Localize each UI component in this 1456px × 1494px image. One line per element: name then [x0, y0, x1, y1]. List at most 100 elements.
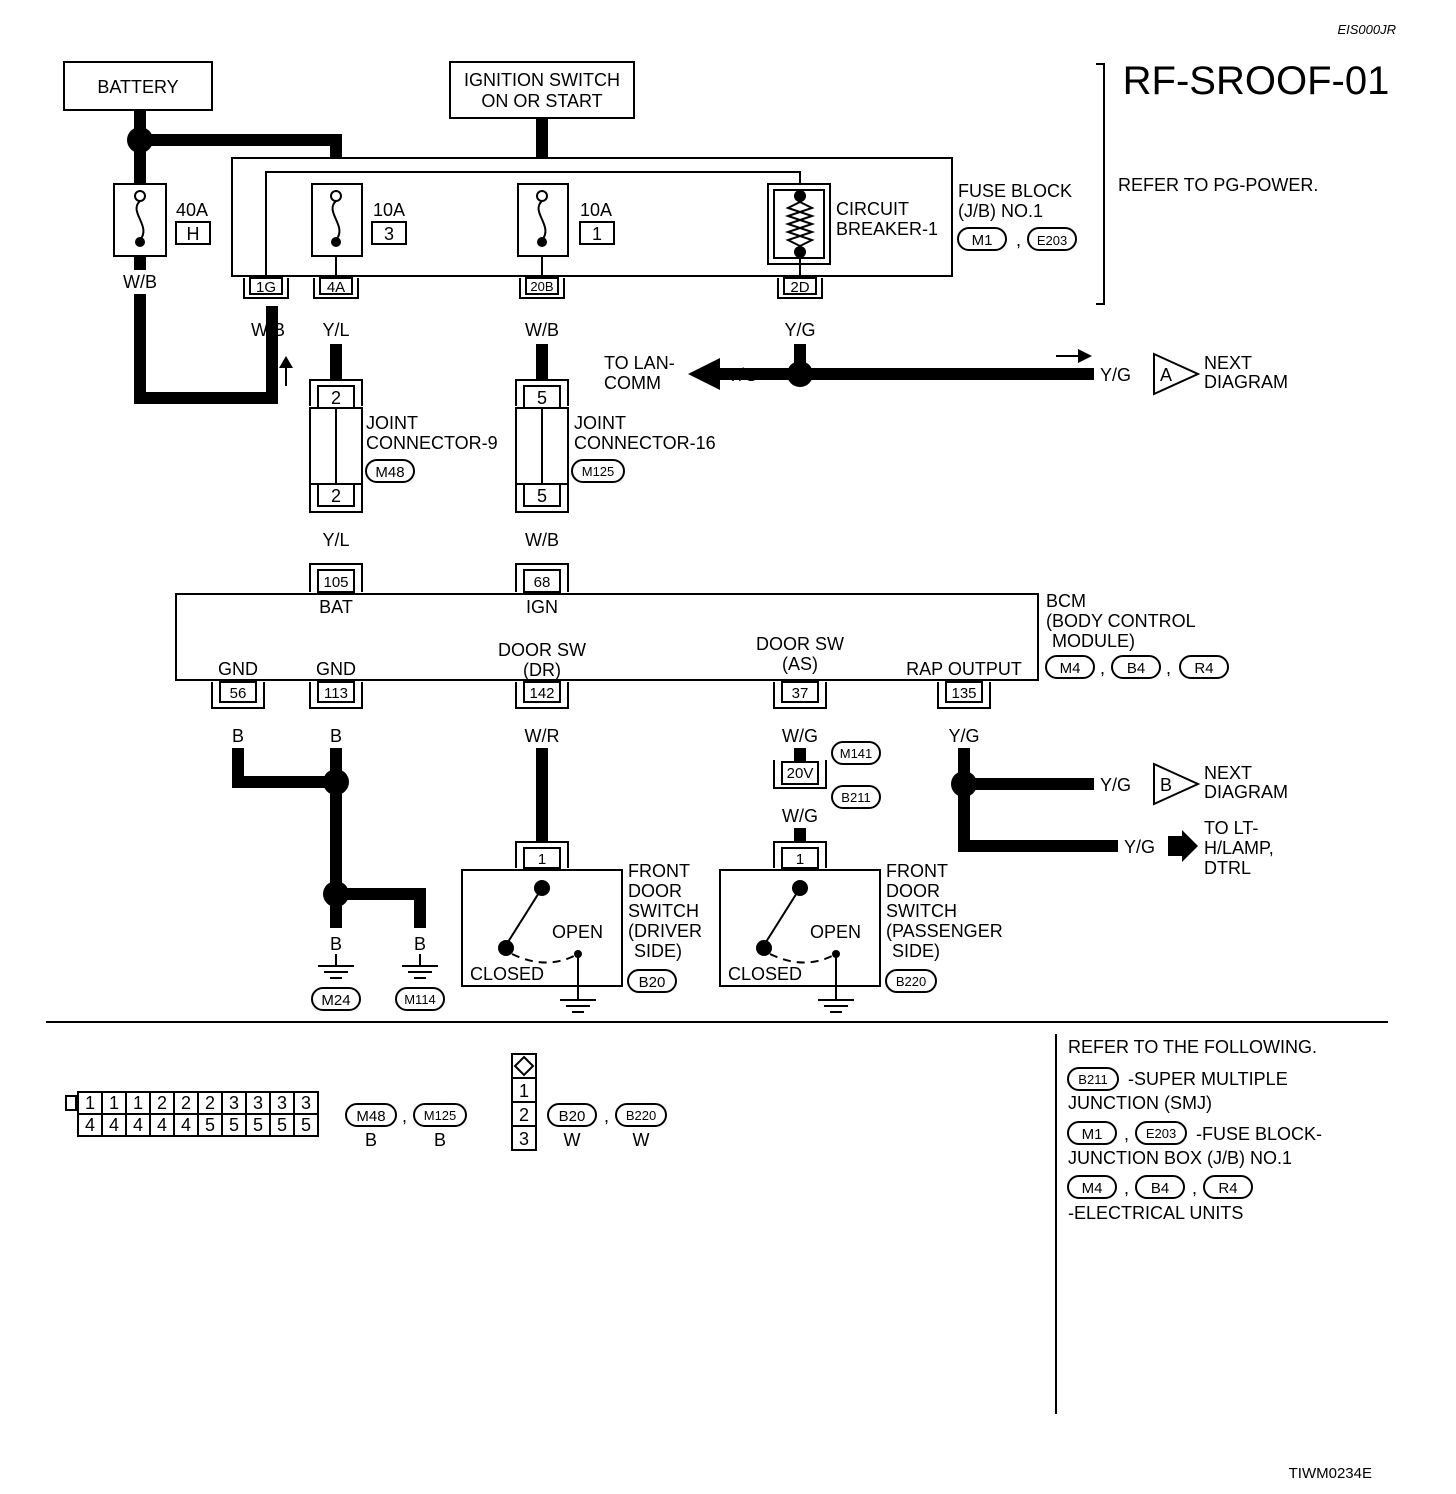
wire-yg-4: Y/G — [948, 726, 979, 746]
wire-wg-1: W/G — [782, 726, 818, 746]
next-diagram-a-1: NEXT — [1204, 353, 1252, 373]
bcm-door-sw-dr-2: (DR) — [523, 660, 561, 680]
wire-wr: W/R — [525, 726, 560, 746]
terminal-20b: 20B — [530, 279, 553, 294]
bcm-name-2: (BODY CONTROL — [1046, 611, 1196, 631]
passenger-switch-pin: 1 — [796, 851, 804, 868]
connector-pin-label: 2 — [205, 1093, 215, 1113]
smj-conn-m141: M141 — [840, 746, 873, 761]
connector-pin-label: 4 — [133, 1115, 143, 1135]
to-lan-comm-2: COMM — [604, 373, 661, 393]
connector-column: 1 2 3 — [511, 1053, 537, 1151]
connector-pin-label: 5 — [205, 1115, 215, 1135]
bcm-module — [175, 593, 1039, 681]
refer-fb-conn-b: E203 — [1146, 1126, 1176, 1141]
col-pin-1: 1 — [519, 1081, 529, 1101]
refer-eu-conn-b: B4 — [1151, 1180, 1169, 1197]
driver-title-3: SWITCH — [628, 901, 699, 921]
battery-label: BATTERY — [97, 77, 178, 97]
refer-smj-line1: -SUPER MULTIPLE — [1128, 1069, 1288, 1089]
ground-icon — [311, 987, 361, 1011]
svg-text:,: , — [1016, 230, 1021, 250]
wire-yg-1: Y/G — [784, 320, 815, 340]
bcm-bat-label: BAT — [319, 597, 353, 617]
joint16-label-1: JOINT — [574, 413, 626, 433]
connector-pin-label: 4 — [109, 1115, 119, 1135]
wire-b-1: B — [232, 726, 244, 746]
bcm-pin-37: 37 — [792, 685, 809, 702]
connector-pin-label: 3 — [301, 1093, 311, 1113]
next-diagram-a-icon — [1153, 352, 1201, 396]
bcm-pin-68: 68 — [534, 574, 551, 591]
refer-smj-line2: JUNCTION (SMJ) — [1068, 1093, 1212, 1113]
fuse-1-amp: 10A — [580, 200, 612, 220]
wire-yg-3: Y/G — [1100, 365, 1131, 385]
passenger-title-3: SWITCH — [886, 901, 957, 921]
to-lt-2: H/LAMP, — [1204, 838, 1274, 858]
bcm-pin-142: 142 — [529, 685, 554, 702]
lt-hlamp-arrow-icon — [1168, 830, 1198, 862]
ref-b: B — [1160, 775, 1172, 795]
circuit-breaker-label-1: CIRCUIT — [836, 199, 909, 219]
driver-title-2: DOOR — [628, 881, 682, 901]
conn-m48: M48 — [356, 1108, 385, 1125]
wire-wb-2: W/B — [251, 320, 285, 340]
wire-wb-4: W/B — [525, 530, 559, 550]
bcm-pin-135: 135 — [951, 685, 976, 702]
terminal-2d: 2D — [790, 279, 809, 296]
next-diagram-a-2: DIAGRAM — [1204, 372, 1288, 392]
connector-pin-label: 1 — [133, 1093, 143, 1113]
passenger-closed: CLOSED — [728, 964, 802, 984]
wire-yg-5: Y/G — [1100, 775, 1131, 795]
connector-pin-label: 3 — [253, 1093, 263, 1113]
next-diagram-b-icon — [1153, 762, 1201, 806]
fuse-40a-amp: 40A — [176, 200, 208, 220]
driver-title-1: FRONT — [628, 861, 690, 881]
bcm-door-sw-as-2: (AS) — [782, 654, 818, 674]
smj-conn-b211: B211 — [841, 790, 870, 805]
wire-yg-6: Y/G — [1124, 837, 1155, 857]
passenger-title-1: FRONT — [886, 861, 948, 881]
joint16-label-2: CONNECTOR-16 — [574, 433, 716, 453]
connector-pin-label: 1 — [85, 1093, 95, 1113]
refer-heading: REFER TO THE FOLLOWING. — [1068, 1037, 1317, 1057]
col-pin-2: 2 — [519, 1105, 529, 1125]
bcm-door-sw-as-1: DOOR SW — [756, 634, 844, 654]
conn-b220-color: W — [633, 1130, 650, 1150]
smj-pin-20v: 20V — [787, 765, 814, 782]
conn-b220: B220 — [626, 1108, 656, 1123]
joint16-pin-top: 5 — [537, 388, 547, 408]
fuse-40a-id: H — [187, 224, 200, 244]
bcm-ign-label: IGN — [526, 597, 558, 617]
bcm-gnd2-label: GND — [316, 659, 356, 679]
wire-yl-2: Y/L — [322, 530, 349, 550]
ref-a: A — [1160, 365, 1172, 385]
col-pin-3: 3 — [519, 1129, 529, 1149]
conn-m125-color: B — [434, 1130, 446, 1150]
connector-pin-label: 4 — [181, 1115, 191, 1135]
svg-text:,: , — [1100, 658, 1105, 678]
refer-smj-conn: B211 — [1078, 1072, 1107, 1087]
ground-splice-1 — [323, 769, 349, 795]
fuse-1-id: 1 — [592, 224, 602, 244]
joint16-pin-bottom: 5 — [537, 486, 547, 506]
refer-fb-line2: JUNCTION BOX (J/B) NO.1 — [1068, 1148, 1292, 1168]
bcm-pin-56: 56 — [230, 685, 247, 702]
driver-closed: CLOSED — [470, 964, 544, 984]
passenger-title-2: DOOR — [886, 881, 940, 901]
refer-fb-conn-a: M1 — [1082, 1126, 1103, 1143]
ground-m24: M24 — [321, 992, 350, 1009]
to-lt-3: DTRL — [1204, 858, 1251, 878]
connector-pin-label: 5 — [229, 1115, 239, 1135]
footer-code: TIWM0234E — [1289, 1465, 1372, 1482]
svg-text:,: , — [1124, 1124, 1129, 1144]
refer-eu-line: -ELECTRICAL UNITS — [1068, 1203, 1243, 1223]
wire-wb-1: W/B — [123, 272, 157, 292]
passenger-open: OPEN — [810, 922, 861, 942]
connector-pin-label: 1 — [109, 1093, 119, 1113]
fuse-block-name-1: FUSE BLOCK — [958, 181, 1072, 201]
terminal-1g: 1G — [256, 279, 276, 296]
joint16-conn: M125 — [582, 464, 615, 479]
